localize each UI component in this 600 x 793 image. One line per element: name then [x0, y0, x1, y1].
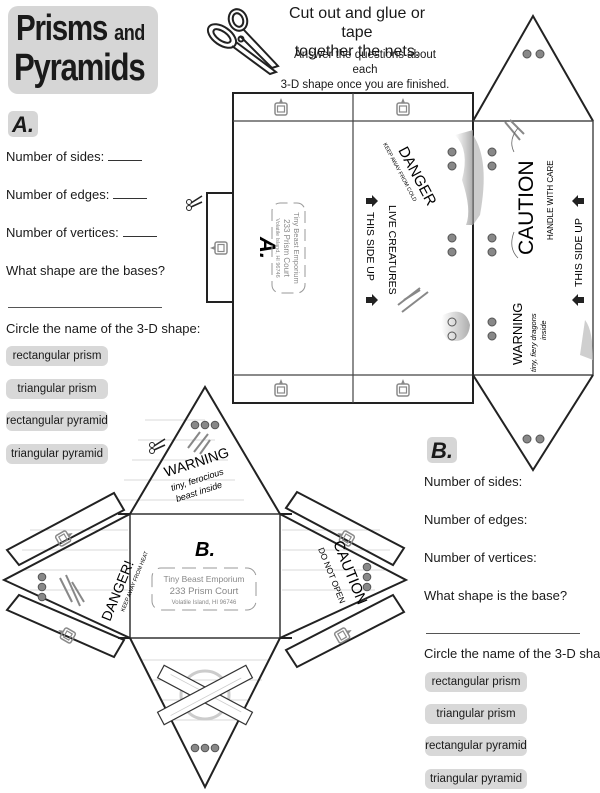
section-b-base-answer-line[interactable] [426, 633, 580, 634]
answer-blank[interactable] [122, 226, 157, 237]
crossed-boards-icon [156, 664, 254, 726]
address-line-3: Volatile Island, HI 96746 [172, 600, 237, 606]
title-line-1: Prisms and [16, 8, 145, 53]
address-line-2: 233 Prism Court [170, 586, 239, 597]
question-label: Number of sides: [6, 149, 105, 164]
section-a-question-edges: Number of edges: [6, 187, 148, 202]
address-line-1: Tiny Beast Emporium [292, 212, 301, 283]
title-prisms: Prisms [16, 7, 108, 48]
net-b-address: Tiny Beast Emporium 233 Prism Court Vola… [151, 567, 257, 611]
section-a-option-triangular-prism[interactable]: triangular prism [6, 379, 108, 399]
section-b-question-edges: Number of edges: [424, 512, 528, 527]
address-line-3: Volatile Island, HI 96746 [274, 218, 280, 277]
section-a-question-sides: Number of sides: [6, 149, 143, 164]
net-a-this-side-up-right: THIS SIDE UP [573, 218, 585, 287]
section-a-question-vertices: Number of vertices: [6, 225, 157, 240]
net-a-warning: WARNING [510, 303, 525, 365]
glue-tab [5, 491, 126, 567]
answer-blank[interactable] [108, 150, 143, 161]
address-line-1: Tiny Beast Emporium [164, 574, 245, 584]
claw-marks [397, 119, 525, 313]
instruction-line-2: together the nets. [294, 43, 420, 60]
section-b-option-triangular-prism[interactable]: triangular prism [425, 704, 527, 724]
net-a-warning-sub-2: inside [539, 320, 548, 340]
dots-icon [37, 420, 372, 753]
section-b-option-rectangular-pyramid[interactable]: rectangular pyramid [425, 736, 527, 756]
section-a-badge: A. [8, 111, 38, 137]
net-b-base [129, 513, 281, 639]
answer-blank[interactable] [113, 188, 148, 199]
instructions-sub: Answer the questions about each 3-D shap… [280, 48, 450, 93]
arrow-icon [366, 195, 378, 306]
net-a-caution: CAUTION [515, 161, 538, 256]
claw-marks [59, 431, 211, 607]
section-a-option-rectangular-pyramid[interactable]: rectangular pyramid [6, 411, 108, 431]
section-b-question-vertices: Number of vertices: [424, 550, 537, 565]
smudge-decoration [455, 130, 473, 225]
section-a-circle-prompt: Circle the name of the 3-D shape: [6, 321, 201, 336]
glue-icon [54, 624, 77, 645]
section-a-option-triangular-pyramid[interactable]: triangular pyramid [6, 444, 108, 464]
glue-tab [5, 593, 126, 659]
arrow-icon [572, 195, 584, 306]
net-b-label: B. [195, 539, 215, 561]
section-b-option-triangular-pyramid[interactable]: triangular pyramid [425, 769, 527, 789]
section-a-question-bases: What shape are the bases? [6, 263, 165, 278]
section-b-badge: B. [427, 437, 457, 463]
address-line-2: 233 Prism Court [282, 219, 291, 278]
glue-tab [284, 490, 406, 567]
scissors-icon [206, 8, 280, 76]
glue-icon [333, 624, 356, 645]
instructions-main: Cut out and glue or tape together the ne… [272, 4, 442, 61]
section-a-option-rectangular-prism[interactable]: rectangular prism [6, 346, 108, 366]
title-line-2: Pyramids [14, 47, 146, 89]
title-and: and [114, 20, 145, 45]
section-b-question-sides: Number of sides: [424, 474, 523, 489]
net-a-label: A. [255, 236, 280, 259]
instruction-sub-line-1: Answer the questions about each [294, 49, 436, 76]
dots-icon [522, 49, 545, 444]
section-a-bases-answer-line[interactable] [8, 307, 162, 308]
net-a-this-side-up-left: THIS SIDE UP [364, 212, 376, 281]
scissors-cut-icon [148, 438, 166, 455]
question-label: Number of edges: [6, 187, 110, 202]
net-a-live-creatures: LIVE CREATURES [386, 205, 398, 295]
question-label: Number of vertices: [6, 225, 119, 240]
dots-icon [447, 147, 497, 341]
section-b-option-rectangular-prism[interactable]: rectangular prism [425, 672, 527, 692]
instruction-line-1: Cut out and glue or tape [288, 5, 426, 41]
section-b-question-base: What shape is the base? [424, 588, 568, 603]
title-box [8, 6, 158, 94]
section-b-circle-prompt: Circle the name of the 3-D shape: [424, 646, 600, 661]
net-a-address: Tiny Beast Emporium 233 Prism Court Vola… [271, 202, 306, 294]
brick-texture [22, 419, 390, 721]
net-a-warning-sub-1: tiny, fiery dragons [529, 313, 538, 372]
net-a-caution-sub: HANDLE WITH CARE [546, 160, 555, 240]
glue-tab [284, 593, 406, 669]
instruction-sub-line-2: 3-D shape once you are finished. [280, 79, 450, 91]
